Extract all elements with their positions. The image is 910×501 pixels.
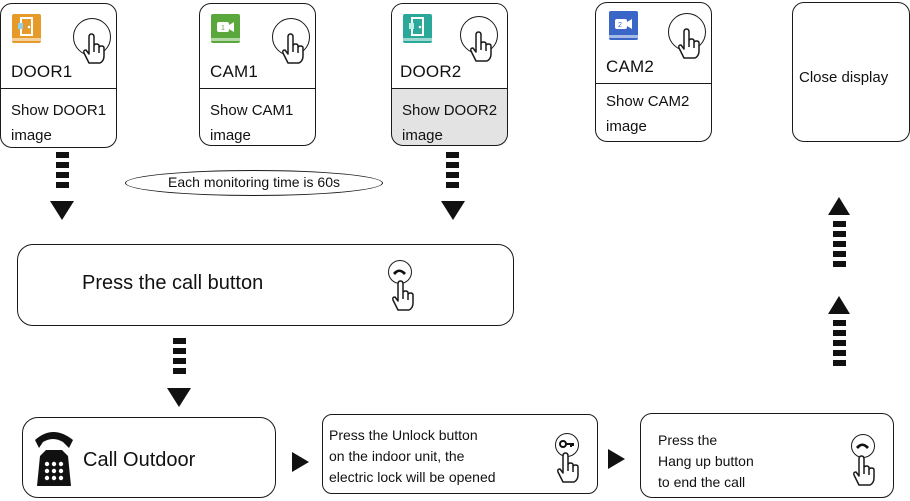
close-display-label: Close display [799,69,889,86]
flow-arrow-dash [446,172,459,178]
unlock-step[interactable]: Press the Unlock button on the indoor un… [322,414,598,494]
right-arrow-icon [292,452,309,472]
flow-arrow-dash [833,231,846,237]
cam1-card[interactable]: 1 CAM1 Show CAM1 image [199,3,316,146]
down-arrow-icon [441,201,465,220]
card-name: CAM1 [210,62,259,81]
card-divider [596,83,711,84]
hangup-step-line: to end the call [658,474,746,490]
unlock-step-line: electric lock will be opened [329,469,496,485]
unlock-step-line: on the indoor unit, the [329,448,465,464]
card-description: Show CAM1 image [210,102,294,144]
telephone-icon [35,432,73,486]
door-app-icon [12,14,41,43]
flow-arrow-dash [833,241,846,247]
hangup-step-line: Hang up button [658,453,754,469]
card-description: Show CAM2 image [606,93,690,135]
tap-hand-icon [392,280,414,311]
unlock-step-text: Press the Unlock button on the indoor un… [329,425,496,488]
flow-arrow-dash [56,182,69,188]
flow-arrow-dash [833,261,846,267]
flow-arrow-dash [833,360,846,366]
flow-arrow-dash [446,152,459,158]
camera-app-icon: 1 [211,14,240,43]
press-call-button-step[interactable]: Press the call button [17,244,514,326]
tap-hand-icon [557,452,579,483]
flow-arrow-dash [173,338,186,344]
card-name: DOOR1 [11,62,73,81]
press-call-button-label: Press the call button [82,272,264,294]
hangup-step-text: Press the Hang up button to end the call [658,430,754,493]
card-description: Show DOOR1 image [11,102,107,144]
tap-hand-icon [282,33,304,64]
flow-arrow-dash [833,251,846,257]
camera-app-icon: 2 [609,11,638,40]
flow-arrow-dash [173,358,186,364]
flow-arrow-dash [446,162,459,168]
flow-arrow-dash [173,368,186,374]
card-divider [392,88,507,89]
flow-arrow-dash [173,348,186,354]
up-arrow-icon [828,296,850,314]
tap-hand-icon [678,28,700,59]
card-divider [200,88,315,89]
door1-card[interactable]: DOOR1 Show DOOR1 image [0,3,117,148]
tap-hand-icon [470,31,492,62]
svg-text:1: 1 [221,25,225,32]
flow-arrow-dash [56,152,69,158]
tap-hand-icon [83,33,105,64]
hangup-step[interactable]: Press the Hang up button to end the call [640,413,894,498]
card-name: DOOR2 [400,62,462,81]
door-app-icon [403,14,432,43]
monitoring-time-note: Each monitoring time is 60s [125,170,383,196]
flow-arrow-dash [833,350,846,356]
call-outdoor-label: Call Outdoor [83,449,196,471]
hangup-step-line: Press the [658,432,718,448]
flow-arrow-dash [56,172,69,178]
down-arrow-icon [167,388,191,407]
card-name: CAM2 [606,57,655,76]
flow-arrow-dash [833,221,846,227]
card-description: Show DOOR2 image [402,102,498,144]
close-display-card[interactable]: Close display [792,2,910,142]
monitoring-time-text: Each monitoring time is 60s [168,174,340,190]
flow-arrow-dash [56,162,69,168]
unlock-step-line: Press the Unlock button [329,427,478,443]
svg-text:2: 2 [618,22,622,29]
right-arrow-icon [608,449,625,469]
up-arrow-icon [828,197,850,215]
cam2-card[interactable]: 2 CAM2 Show CAM2 image [595,2,712,142]
flow-arrow-dash [833,340,846,346]
call-outdoor-step[interactable]: Call Outdoor [22,417,276,498]
flow-arrow-dash [833,330,846,336]
tap-hand-icon [853,455,875,486]
card-divider [1,88,116,89]
down-arrow-icon [50,201,74,220]
flow-arrow-dash [833,320,846,326]
flow-arrow-dash [446,182,459,188]
door2-card[interactable]: DOOR2 Show DOOR2 image [391,3,508,146]
